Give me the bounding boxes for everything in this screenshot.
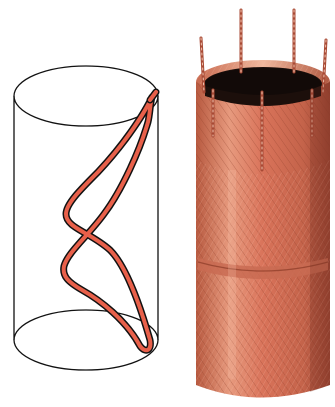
wound-coil-photo-panel	[196, 10, 330, 398]
coil-body-highlight	[228, 170, 236, 380]
line-drawing-panel	[14, 66, 158, 370]
coil-loop-outline	[64, 97, 152, 350]
coil-loop	[64, 92, 156, 350]
cylinder-top-ellipse	[14, 66, 158, 126]
coil-body-shade	[310, 82, 330, 392]
cylinder-outline	[14, 66, 158, 370]
